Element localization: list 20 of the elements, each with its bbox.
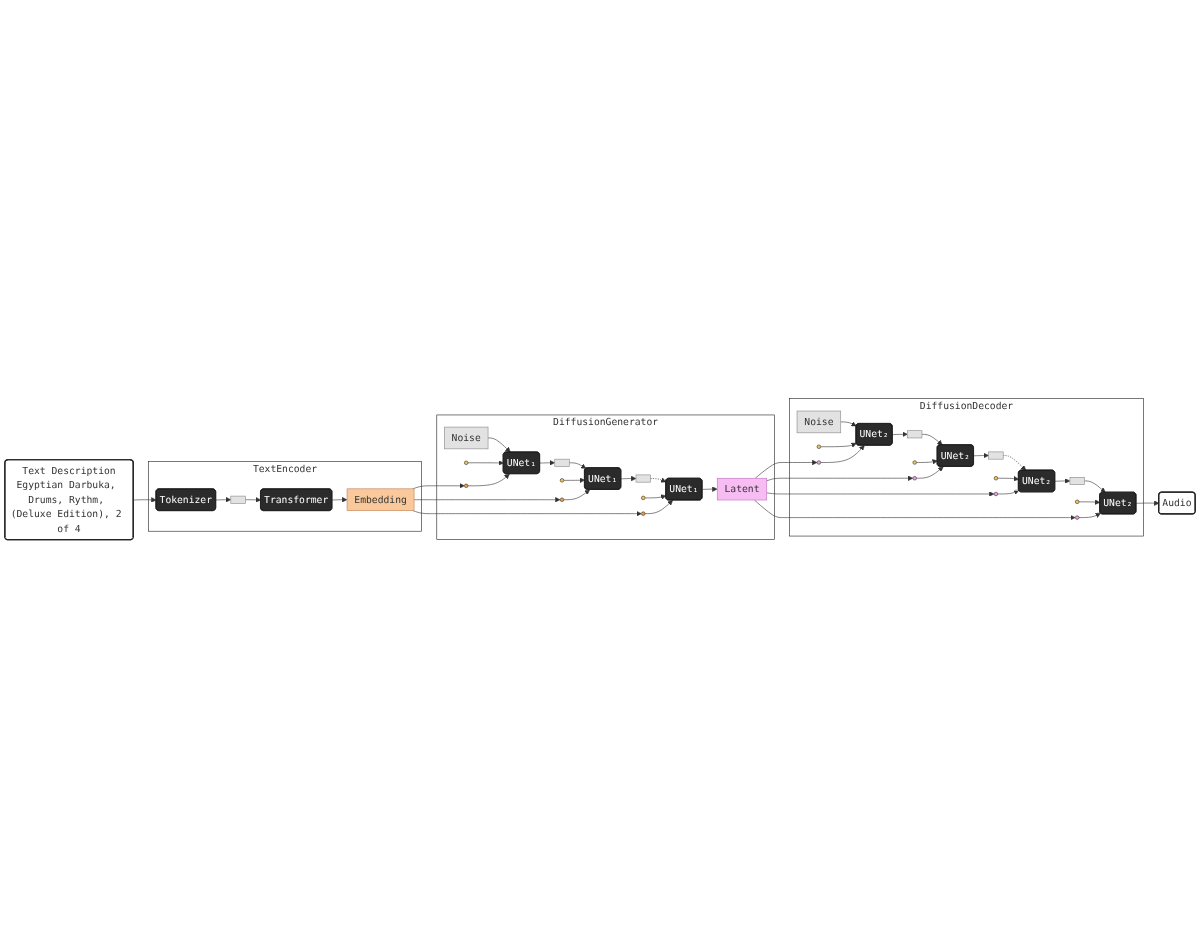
node-box bbox=[230, 495, 246, 504]
node-circle bbox=[464, 483, 469, 488]
node-circle bbox=[912, 460, 917, 465]
node-box bbox=[907, 430, 923, 439]
node-circle bbox=[1075, 499, 1080, 504]
node-circle bbox=[559, 497, 565, 502]
node-circle bbox=[559, 478, 565, 483]
node-circle bbox=[993, 476, 999, 481]
node-box bbox=[554, 458, 570, 467]
node-circle bbox=[993, 491, 999, 497]
node-circle bbox=[816, 460, 821, 465]
node-circle bbox=[464, 460, 469, 465]
node-circle bbox=[641, 511, 646, 516]
node-circle bbox=[912, 476, 917, 481]
node-box bbox=[635, 474, 651, 483]
node-box bbox=[988, 451, 1004, 460]
node-box bbox=[1069, 477, 1085, 485]
node-circle bbox=[641, 495, 646, 501]
node-circle bbox=[816, 444, 821, 449]
node-circle bbox=[1075, 515, 1080, 520]
